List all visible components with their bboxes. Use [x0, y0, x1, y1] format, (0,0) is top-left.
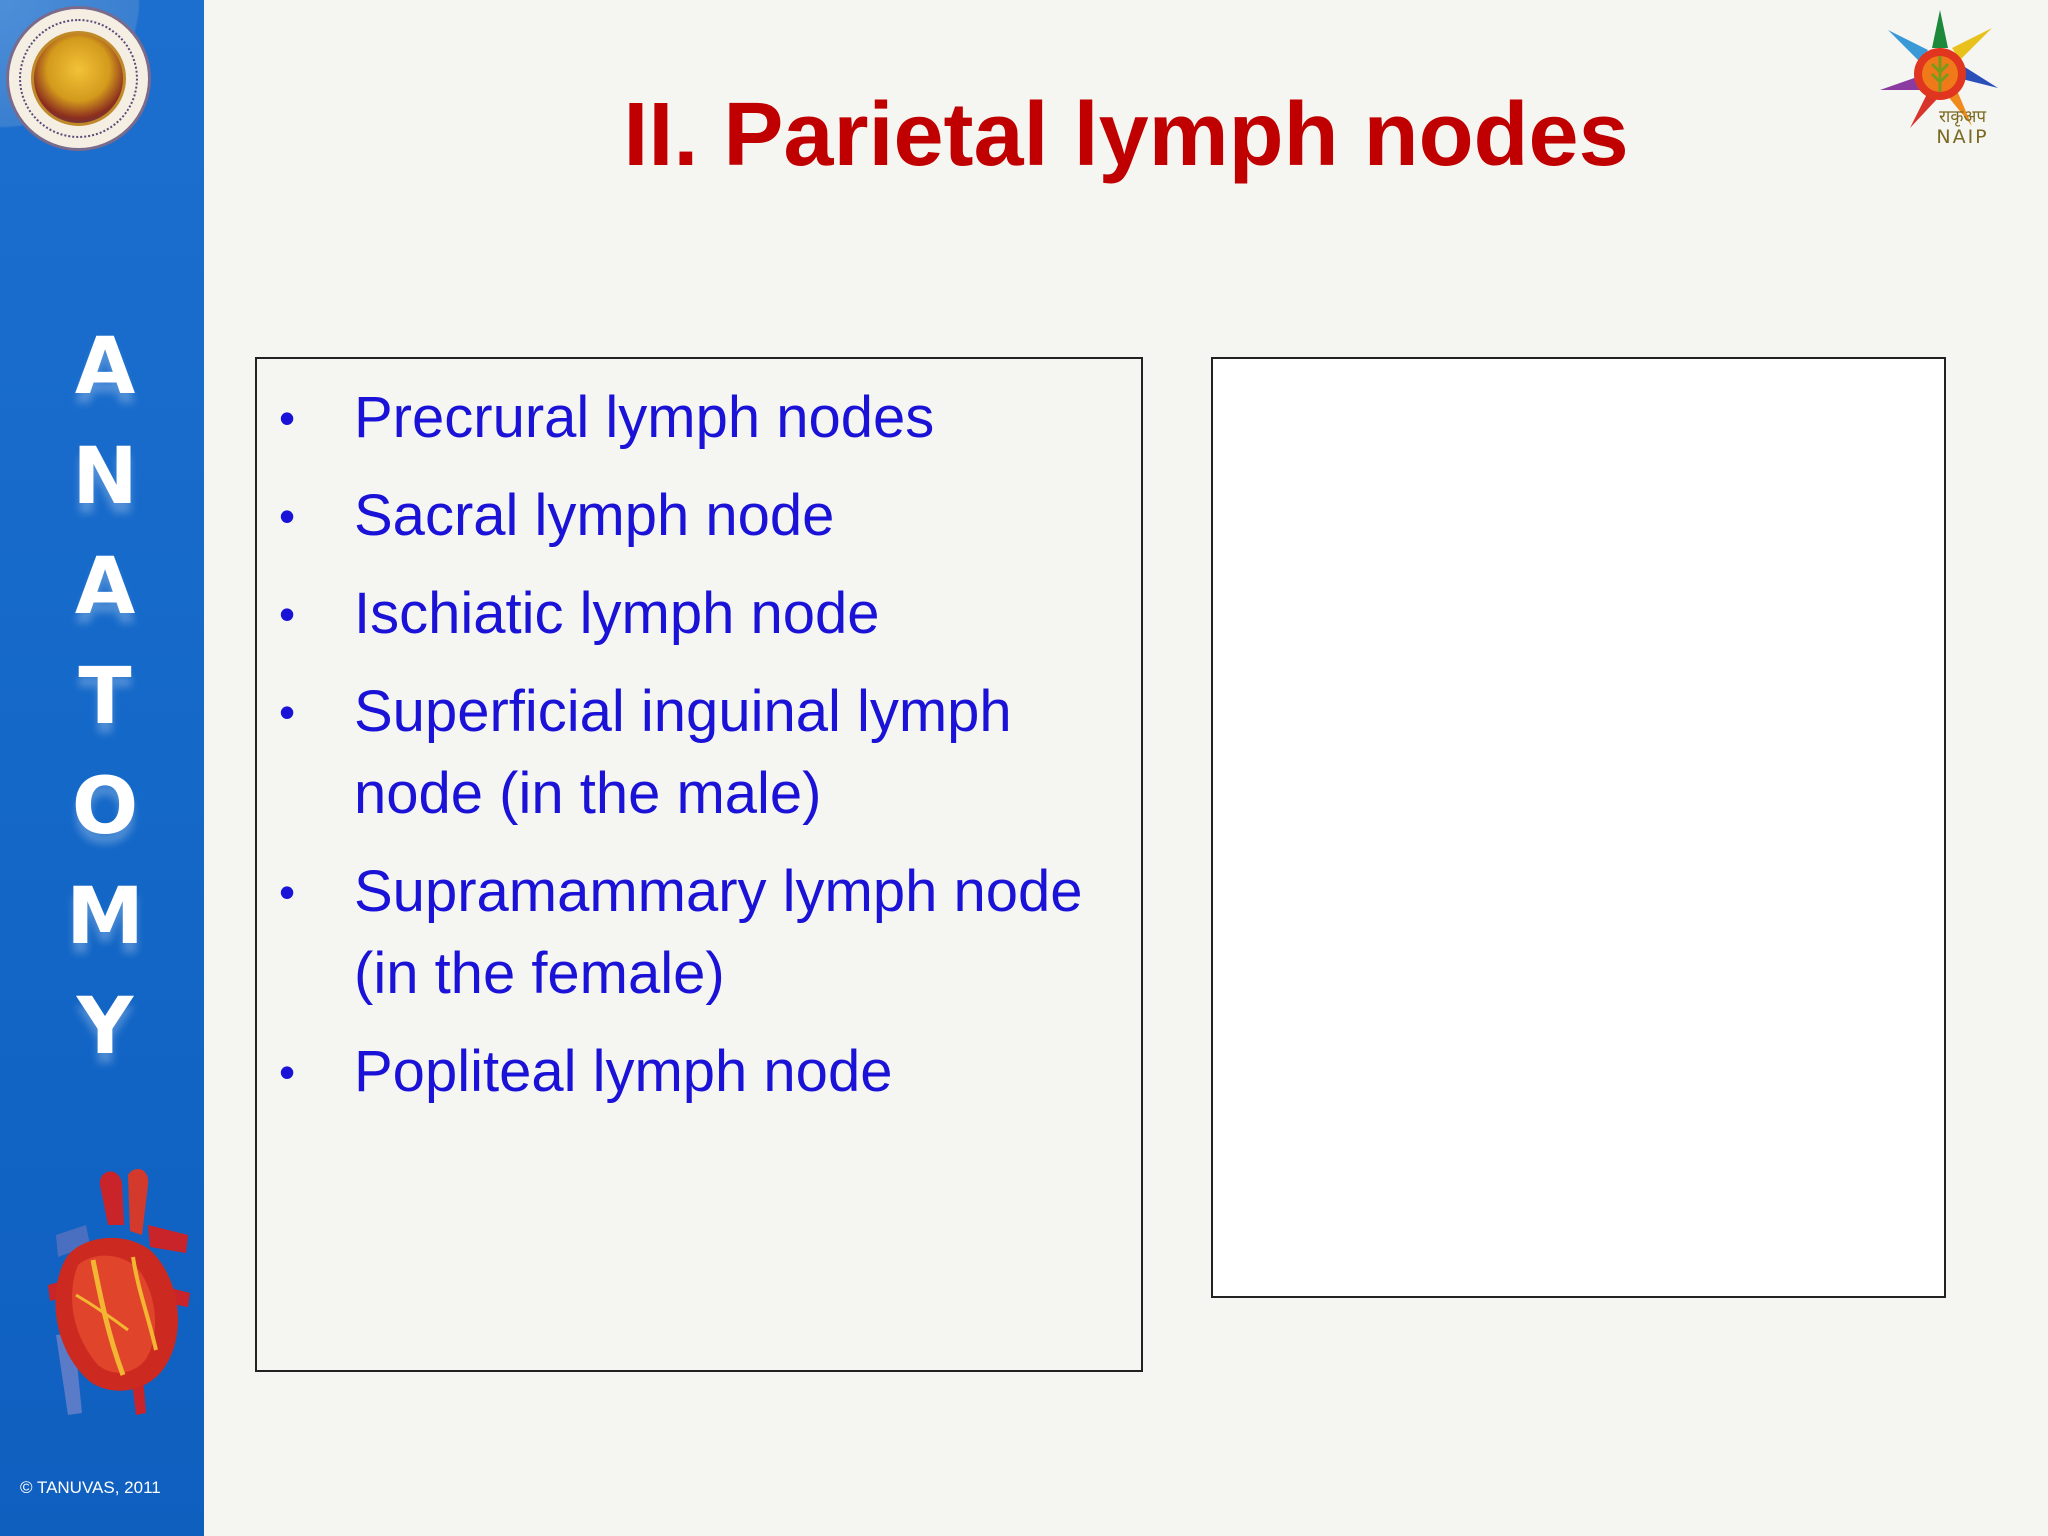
anatomy-letter: A: [74, 542, 136, 632]
copyright-text: © TANUVAS, 2011: [20, 1478, 161, 1497]
anatomy-letter: A: [74, 322, 136, 412]
bullet-icon: •: [279, 490, 296, 542]
heart-illustration-icon: [48, 1169, 190, 1415]
list-item-text: Sacral lymph node: [354, 483, 835, 548]
anatomy-letter: O: [71, 762, 139, 852]
lymph-node-list: • Precrural lymph nodes • Sacral lymph nod…: [257, 359, 1141, 1113]
list-item: • Superficial inguinal lymph node (in the…: [257, 671, 1141, 835]
anatomy-letter: Y: [76, 982, 134, 1072]
bullet-list-box: • Precrural lymph nodes • Sacral lymph nod…: [255, 357, 1143, 1372]
naip-text: NAIP: [1936, 126, 1989, 148]
list-item-text: Supramammary lymph node (in the female): [354, 859, 1083, 1006]
anatomy-letter: T: [78, 652, 132, 742]
slide-title: II. Parietal lymph nodes: [623, 85, 1629, 185]
left-sidebar-band: A N A T O M Y © TANUVAS, 2011: [0, 0, 204, 1536]
bullet-icon: •: [279, 392, 296, 444]
list-item: • Supramammary lymph node (in the female): [257, 851, 1141, 1015]
emblem-center: [31, 31, 126, 126]
list-item: • Popliteal lymph node: [257, 1031, 1141, 1113]
list-item-text: Ischiatic lymph node: [354, 581, 880, 646]
bullet-icon: •: [279, 588, 296, 640]
university-emblem-icon: [6, 6, 151, 151]
image-placeholder-box: [1211, 357, 1946, 1298]
naip-hindi-text: राकृअप: [1938, 107, 1987, 127]
list-item-text: Precrural lymph nodes: [354, 385, 935, 450]
list-item-text: Popliteal lymph node: [354, 1039, 893, 1104]
list-item: • Ischiatic lymph node: [257, 573, 1141, 655]
naip-star-logo-icon: [1880, 10, 1998, 128]
bullet-icon: •: [279, 686, 296, 738]
bullet-icon: •: [279, 1046, 296, 1098]
emblem-ring: [19, 19, 138, 138]
list-item: • Precrural lymph nodes: [257, 377, 1141, 459]
anatomy-letter: N: [72, 432, 138, 522]
anatomy-letter: M: [66, 872, 144, 962]
anatomy-vertical-word: A N A T O M Y: [50, 312, 160, 1082]
list-item: • Sacral lymph node: [257, 475, 1141, 557]
bullet-icon: •: [279, 866, 296, 918]
list-item-text: Superficial inguinal lymph node (in the …: [354, 679, 1012, 826]
